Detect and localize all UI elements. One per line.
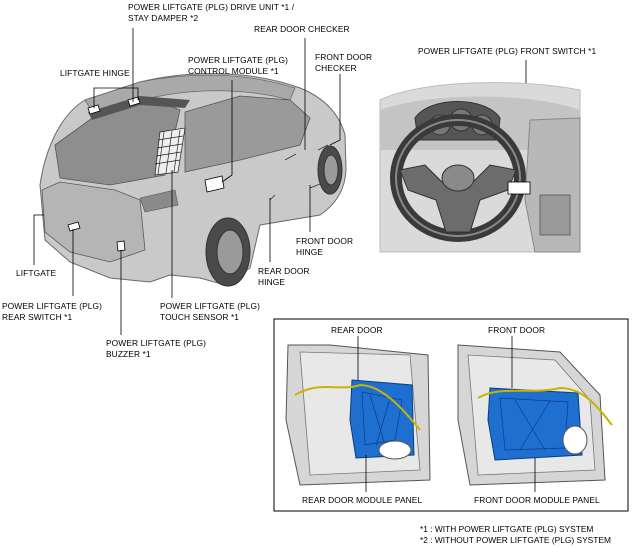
tail-light [139,189,179,213]
rear-switch-label: POWER LIFTGATE (PLG) REAR SWITCH *1 [2,301,102,322]
rear-wheel [205,217,251,287]
spoiler [88,96,190,120]
front-wheel [317,145,343,195]
rear-door-hinge-label-line2: HINGE [258,276,286,287]
vehicle-illustration [39,73,347,287]
front-door-checker-label-line1: FRONT DOOR [315,52,373,62]
buzzer-label: POWER LIFTGATE (PLG) BUZZER *1 [106,338,206,359]
console-right [507,117,581,253]
control-module-label-line1: POWER LIFTGATE (PLG) [188,55,289,65]
buzzer-label-line1: POWER LIFTGATE (PLG) [106,338,207,348]
front-door-module-panel [487,387,583,461]
steering-wheel [390,114,526,242]
front-door-hinge-label-line1: FRONT DOOR [296,236,354,246]
front-door-checker-label-line2: CHECKER [315,62,357,73]
touch-sensor-label-line2: TOUCH SENSOR *1 [160,311,240,322]
drive-unit-label-line1: POWER LIFTGATE (PLG) DRIVE UNIT *1 / [128,2,295,12]
footnote-1: *1 : WITH POWER LIFTGATE (PLG) SYSTEM [420,524,594,534]
liftgate-hinge-label: LIFTGATE HINGE [60,68,130,78]
rear-door-checker-label: REAR DOOR CHECKER [254,24,350,34]
rear-door-module-panel-label: REAR DOOR MODULE PANEL [302,495,423,505]
footnote-2: *2 : WITHOUT POWER LIFTGATE (PLG) SYSTEM [420,535,611,545]
control-module-label: POWER LIFTGATE (PLG) CONTROL MODULE *1 [188,55,288,76]
drive-unit-label-line2: STAY DAMPER *2 [128,12,199,23]
drive-unit-label: POWER LIFTGATE (PLG) DRIVE UNIT *1 / STA… [128,2,294,23]
front-door-checker-label: FRONT DOOR CHECKER [315,52,372,73]
rear-switch-label-line2: REAR SWITCH *1 [2,311,73,322]
door-leader-lines [357,336,536,492]
interior-illustration [379,82,581,253]
front-switch-label: POWER LIFTGATE (PLG) FRONT SWITCH *1 [418,46,597,56]
liftgate-label: LIFTGATE [16,268,57,278]
rear-door-illustration [285,344,431,486]
rear-door-label: REAR DOOR [331,325,383,335]
front-door-hinge-label-line2: HINGE [296,246,324,257]
front-door-label: FRONT DOOR [488,325,546,335]
rear-switch-label-line1: POWER LIFTGATE (PLG) [2,301,103,311]
rear-door-hinge-label: REAR DOOR HINGE [258,266,310,287]
touch-sensor-label: POWER LIFTGATE (PLG) TOUCH SENSOR *1 [160,301,260,322]
door-lines [269,144,329,201]
touch-sensor-label-line1: POWER LIFTGATE (PLG) [160,301,261,311]
component-markers [67,96,225,252]
control-module-label-line2: CONTROL MODULE *1 [188,65,279,76]
buzzer-label-line2: BUZZER *1 [106,348,151,359]
stay-damper-hatch [154,127,186,176]
front-door-module-panel-label: FRONT DOOR MODULE PANEL [474,495,600,505]
front-door-illustration [457,344,613,486]
vehicle-roof [84,74,296,117]
rear-door-hinge-label-line1: REAR DOOR [258,266,310,276]
front-door-hinge-label: FRONT DOOR HINGE [296,236,353,257]
